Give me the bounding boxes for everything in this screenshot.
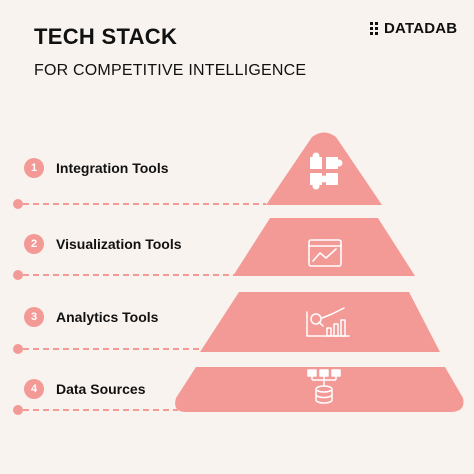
page-subtitle: FOR COMPETITIVE INTELLIGENCE bbox=[34, 62, 307, 79]
layer-item-3: 3 Analytics Tools bbox=[24, 307, 158, 327]
connector-line-1 bbox=[13, 199, 266, 209]
layer-item-4: 4 Data Sources bbox=[24, 379, 145, 399]
layer-item-2: 2 Visualization Tools bbox=[24, 234, 182, 254]
brand-logo: DATADAB bbox=[370, 20, 457, 37]
layer-label: Data Sources bbox=[56, 381, 146, 397]
layer-number-badge: 3 bbox=[24, 307, 44, 327]
pyramid-tier-4 bbox=[175, 367, 464, 412]
layer-label: Visualization Tools bbox=[56, 236, 182, 252]
pyramid-tier-2 bbox=[233, 218, 415, 276]
pyramid-tier-1 bbox=[266, 132, 382, 205]
layer-label: Analytics Tools bbox=[56, 309, 159, 325]
layer-number-badge: 1 bbox=[24, 158, 44, 178]
puzzle-icon bbox=[310, 152, 343, 190]
connector-line-2 bbox=[13, 270, 235, 280]
layer-item-1: 1 Integration Tools bbox=[24, 158, 169, 178]
line-chart-window-icon bbox=[308, 239, 342, 267]
brand-name: DATADAB bbox=[384, 20, 458, 37]
analytics-chart-icon bbox=[306, 307, 350, 337]
datadab-logo-icon bbox=[370, 21, 379, 36]
page-title: TECH STACK bbox=[34, 24, 178, 49]
connector-line-4 bbox=[13, 405, 178, 415]
layer-label: Integration Tools bbox=[56, 160, 169, 176]
layer-number-badge: 4 bbox=[24, 379, 44, 399]
database-network-icon bbox=[307, 369, 341, 404]
connector-line-3 bbox=[13, 344, 202, 354]
layer-number-badge: 2 bbox=[24, 234, 44, 254]
